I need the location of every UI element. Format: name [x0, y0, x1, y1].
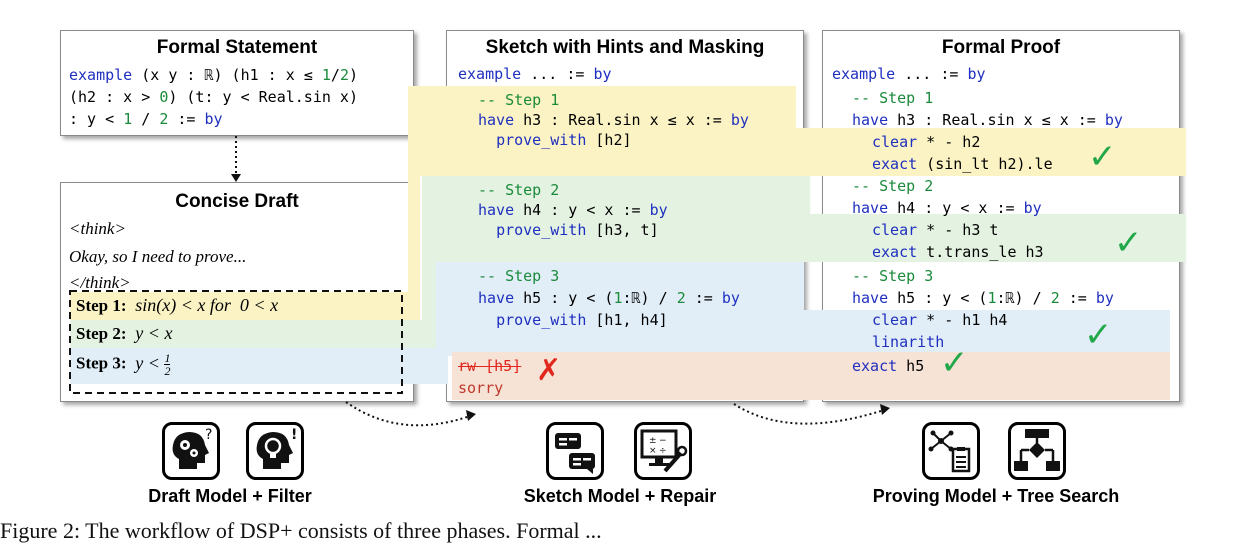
sketch-prove-h5: prove_with [h1, h4] — [496, 311, 668, 329]
proof-exact-h5: exact h5 — [852, 357, 925, 375]
step2-band-proof — [436, 214, 1186, 262]
proof-header: example ... := by — [832, 65, 986, 83]
final-band — [452, 352, 1170, 400]
network-clipboard-icon — [922, 422, 980, 480]
svg-text:±: ± — [649, 436, 657, 446]
sketch-have-h4: have h4 : y < x := by — [478, 201, 668, 219]
sketch-have-h5: have h5 : y < (1:ℝ) / 2 := by — [478, 289, 740, 307]
proof-clear-h2: clear * - h2 — [872, 133, 981, 151]
sketch-step2-comment: -- Step 2 — [478, 181, 560, 199]
sketch-to-proof-arrowhead — [880, 404, 890, 415]
svg-text:−: − — [659, 436, 667, 446]
proof-have-h4: have h4 : y < x := by — [852, 199, 1042, 217]
draft-step-1-label: Step 1: — [76, 296, 127, 315]
proving-stage-label: Proving Model + Tree Search — [872, 486, 1120, 506]
draft-step-1-math: sin(x) < x for 0 < x — [130, 295, 279, 315]
draft-step-2-math: y < x — [135, 323, 173, 343]
chat-bubbles-icon — [546, 422, 604, 480]
proof-clear-h3t: clear * - h3 t — [872, 221, 999, 239]
sketch-to-proof-arrow — [733, 403, 885, 425]
draft-step-1: Step 1: sin(x) < x for 0 < x — [76, 295, 278, 316]
proof-exact-sin: exact (sin_lt h2).le — [872, 155, 1053, 173]
svg-text:!: ! — [291, 427, 297, 443]
proof-step2-comment: -- Step 2 — [852, 177, 934, 195]
draft-to-sketch-arrow — [345, 401, 471, 427]
draft-stage-label: Draft Model + Filter — [148, 486, 312, 506]
formal-statement-panel: Formal Statement example (x y : ℝ) (h1 :… — [60, 30, 414, 136]
formal-statement-title: Formal Statement — [156, 37, 318, 58]
draft-step-2: Step 2: y < x — [76, 323, 172, 344]
sketch-title: Sketch with Hints and Masking — [485, 37, 765, 58]
check-icon-step1: ✓ — [1088, 137, 1117, 177]
proof-step1-comment: -- Step 1 — [852, 89, 934, 107]
proof-exact-trans: exact t.trans_le h3 — [872, 243, 1044, 261]
formal-proof-title: Formal Proof — [941, 37, 1061, 58]
proof-step3-comment: -- Step 3 — [852, 267, 934, 285]
sketch-prove-h4: prove_with [h3, t] — [496, 221, 659, 239]
sketch-sorry: sorry — [458, 379, 504, 397]
svg-text:÷: ÷ — [659, 446, 667, 456]
sketch-rw-h5: rw [h5] — [458, 357, 522, 375]
svg-text:?: ? — [205, 427, 212, 443]
head-gears-question-icon: ? — [162, 422, 220, 480]
check-icon-step2: ✓ — [1114, 223, 1143, 263]
formal-statement-line-2: (h2 : x > 0) (t: y < Real.sin x) — [69, 88, 358, 106]
svg-text:×: × — [649, 446, 657, 456]
draft-to-sketch-arrowhead — [466, 410, 476, 421]
proof-have-h5: have h5 : y < (1:ℝ) / 2 := by — [852, 289, 1114, 307]
sketch-have-h3: have h3 : Real.sin x ≤ x := by — [478, 111, 749, 129]
formal-statement-line-3: : y < 1 / 2 := by — [69, 110, 223, 128]
check-icon-step3: ✓ — [1084, 315, 1113, 355]
flowchart-icon — [1008, 422, 1066, 480]
head-lightbulb-exclamation-icon: ! — [246, 422, 304, 480]
sketch-step3-comment: -- Step 3 — [478, 267, 560, 285]
step1-band-proof — [420, 128, 1186, 176]
sketch-prove-h3: prove_with [h2] — [496, 131, 632, 149]
concise-draft-title: Concise Draft — [175, 191, 299, 212]
formal-statement-line-1: example (x y : ℝ) (h1 : x ≤ 1/2) — [69, 66, 358, 84]
sketch-header: example ... := by — [458, 65, 612, 83]
step3-band-proof — [448, 310, 1170, 356]
sketch-stage-label: Sketch Model + Repair — [523, 486, 717, 506]
monitor-wrench-icon: ± − × ÷ — [634, 422, 692, 480]
draft-step-2-label: Step 2: — [76, 324, 127, 343]
think-open-tag: <think> — [69, 219, 126, 238]
check-icon-final: ✓ — [940, 343, 969, 383]
proof-clear-h1h4: clear * - h1 h4 — [872, 311, 1008, 329]
proof-have-h3: have h3 : Real.sin x ≤ x := by — [852, 111, 1123, 129]
think-close-tag: </think> — [69, 273, 131, 292]
cross-icon: ✗ — [536, 353, 562, 388]
think-body: Okay, so I need to prove... — [69, 247, 247, 266]
proof-linarith: linarith — [872, 333, 945, 351]
sketch-step1-comment: -- Step 1 — [478, 91, 560, 109]
draft-step-3-label: Step 3: — [76, 353, 127, 373]
figure-caption: Figure 2: The workflow of DSP+ consists … — [0, 518, 602, 543]
statement-to-draft-arrowhead — [231, 174, 241, 182]
